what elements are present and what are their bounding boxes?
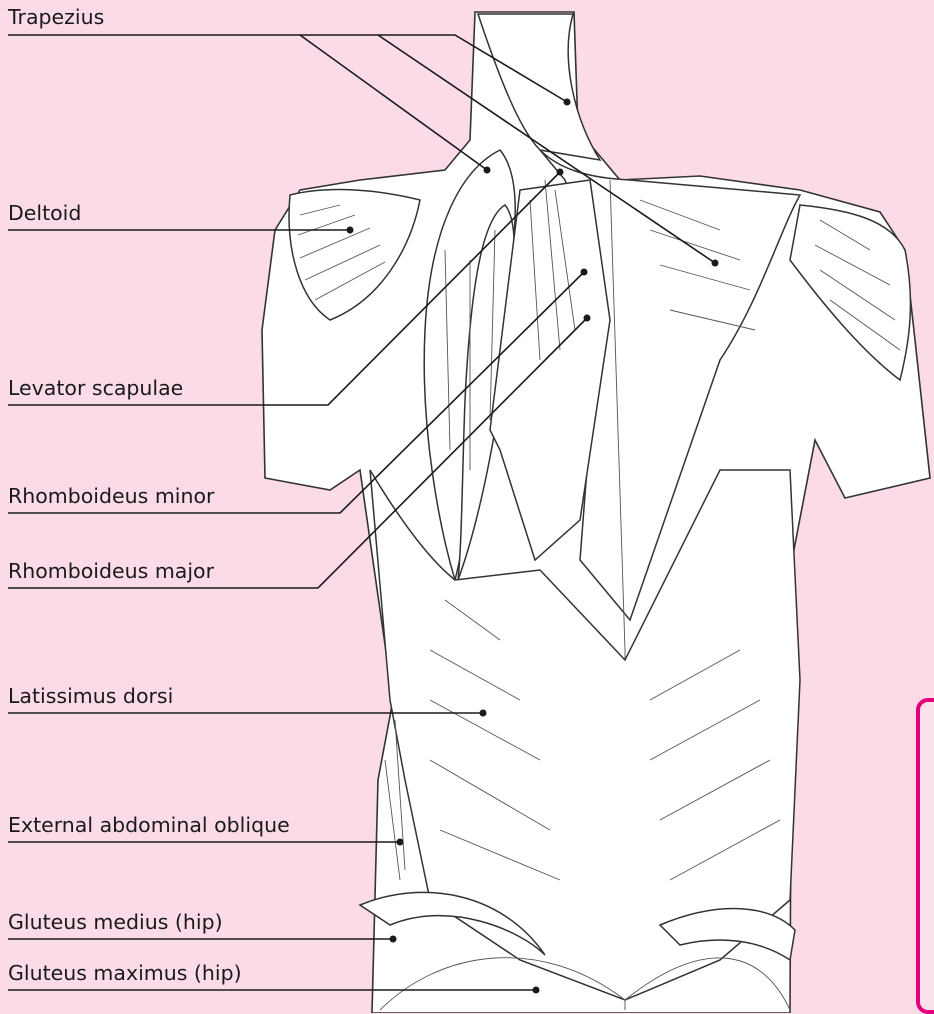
label-deltoid: Deltoid [8,203,81,224]
side-tab [916,698,934,1014]
label-trapezius: Trapezius [8,7,104,28]
label-rhomboideus-major: Rhomboideus major [8,561,214,582]
label-levator-scapulae: Levator scapulae [8,378,183,399]
label-external-abdominal-oblique: External abdominal oblique [8,815,290,836]
label-gluteus-maximus: Gluteus maximus (hip) [8,963,242,984]
label-latissimus-dorsi: Latissimus dorsi [8,686,173,707]
leader-trapezius-2 [300,35,487,170]
label-gluteus-medius: Gluteus medius (hip) [8,912,223,933]
label-rhomboideus-minor: Rhomboideus minor [8,486,214,507]
